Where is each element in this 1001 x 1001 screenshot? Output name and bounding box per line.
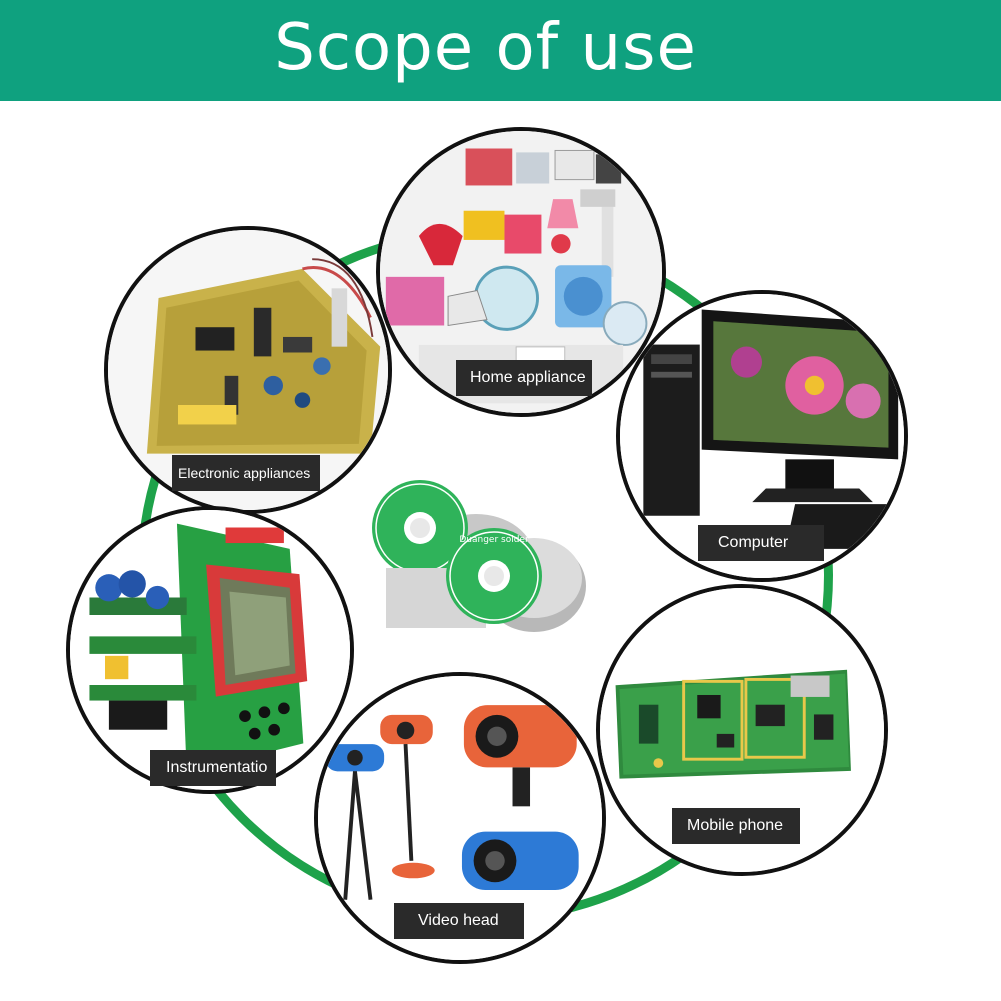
electronic-appliances-image [104,226,392,514]
computer-image [616,290,908,582]
mobile-phone-label: Mobile phone [672,808,800,844]
title-banner: Scope of use [0,0,1001,101]
solder-spools-image: Duanger solder [358,458,598,638]
circuit-board-photo-icon [108,230,388,510]
computer-monitor-photo-icon [620,294,904,578]
page-title: Scope of use [274,10,697,85]
solder-spool-icon: Duanger solder [372,480,586,632]
instrumentation-label: Instrumentatio [150,750,276,786]
instrumentation-image [66,506,354,794]
instrument-panel-photo-icon [70,510,350,790]
computer-label: Computer [698,525,824,561]
electronic-appliances-label: Electronic appliances [172,455,320,491]
video-head-label: Video head [394,903,524,939]
phone-board-photo-icon [600,588,884,872]
spool-brand-text: Duanger solder [459,535,529,545]
home-appliance-label: Home appliance [456,360,592,396]
home-appliance-photo-icon [380,131,662,413]
